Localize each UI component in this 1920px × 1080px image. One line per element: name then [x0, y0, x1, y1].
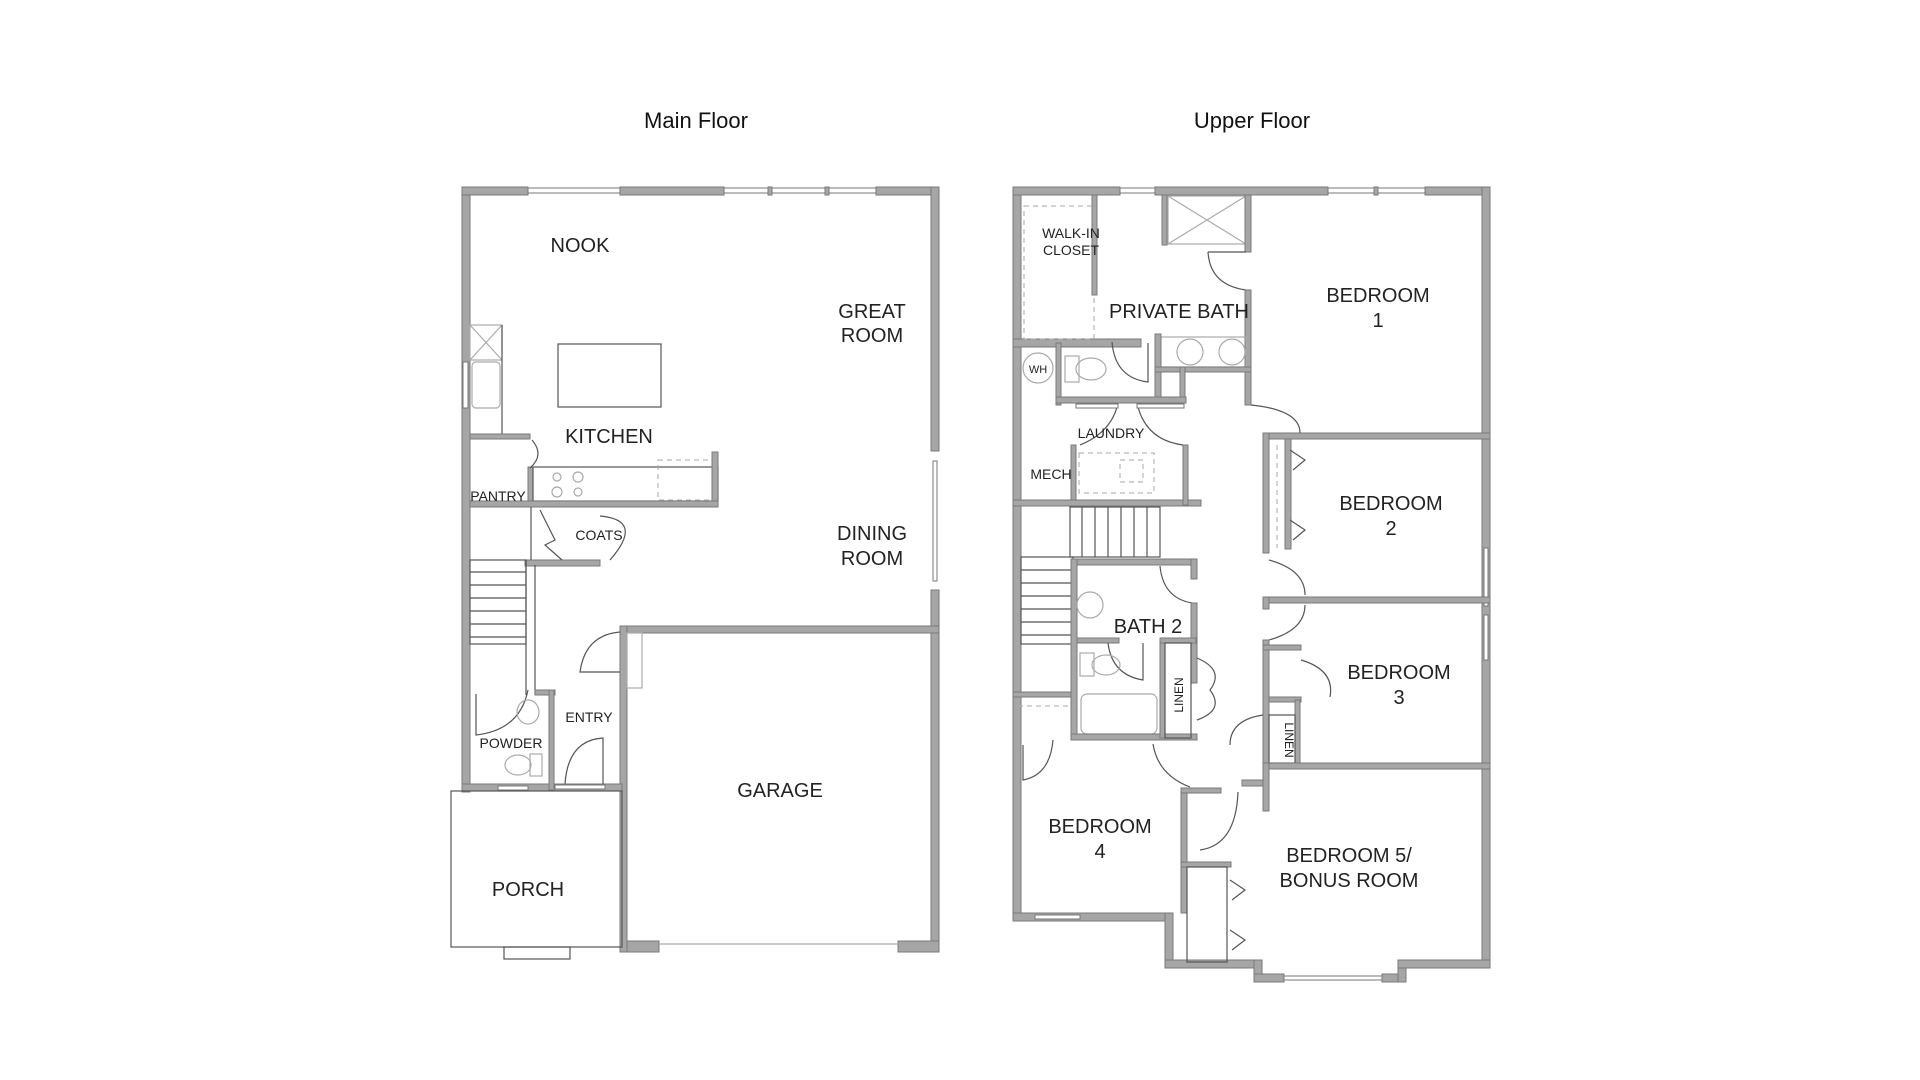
room-label-coats: COATS: [575, 527, 622, 543]
room-label-dining-room-2: ROOM: [841, 548, 903, 570]
room-label-bedroom-2: BEDROOM: [1339, 493, 1442, 515]
room-label-nook: NOOK: [551, 235, 611, 257]
room-label-porch: PORCH: [492, 879, 564, 901]
main-stairs: [469, 559, 536, 695]
room-label-laundry: LAUNDRY: [1078, 425, 1145, 441]
room-label-linen-a: LINEN: [1172, 677, 1186, 712]
room-label-bedroom-1-num: 1: [1372, 310, 1383, 332]
room-label-bedroom-3-num: 3: [1393, 687, 1404, 709]
room-label-bath-2: BATH 2: [1114, 616, 1183, 638]
main-floor-title: Main Floor: [644, 108, 748, 133]
room-label-entry: ENTRY: [565, 709, 613, 725]
room-label-bedroom-2-num: 2: [1385, 518, 1396, 540]
room-label-pantry: PANTRY: [470, 488, 526, 504]
room-label-dining-room: DINING: [837, 523, 907, 545]
upper-floor-plan: WALK-IN CLOSET PRIVATE BATH BEDROOM 1 WH…: [1012, 186, 1491, 983]
room-label-linen-b: LINEN: [1282, 722, 1296, 757]
upper-floor-title: Upper Floor: [1194, 108, 1310, 133]
room-label-private-bath: PRIVATE BATH: [1109, 301, 1249, 323]
room-label-bedroom-4: BEDROOM: [1048, 816, 1151, 838]
room-label-bedroom-3: BEDROOM: [1347, 662, 1450, 684]
room-label-garage: GARAGE: [737, 780, 823, 802]
room-label-powder: POWDER: [480, 735, 543, 751]
room-label-bonus-room: BONUS ROOM: [1280, 870, 1419, 892]
room-label-bedroom-4-num: 4: [1094, 841, 1105, 863]
room-label-kitchen: KITCHEN: [565, 426, 653, 448]
room-label-bedroom-5: BEDROOM 5/: [1286, 845, 1412, 867]
room-label-bedroom-1: BEDROOM: [1326, 285, 1429, 307]
room-label-great-room-2: ROOM: [841, 325, 903, 347]
water-heater-label: WH: [1029, 364, 1047, 376]
room-label-mech: MECH: [1030, 466, 1071, 482]
main-floor-plan: NOOK GREAT ROOM KITCHEN PANTRY COATS DIN…: [450, 186, 940, 960]
room-label-walk-in: WALK-IN: [1042, 225, 1100, 241]
room-label-great-room: GREAT: [838, 301, 905, 323]
room-label-closet: CLOSET: [1043, 242, 1099, 258]
